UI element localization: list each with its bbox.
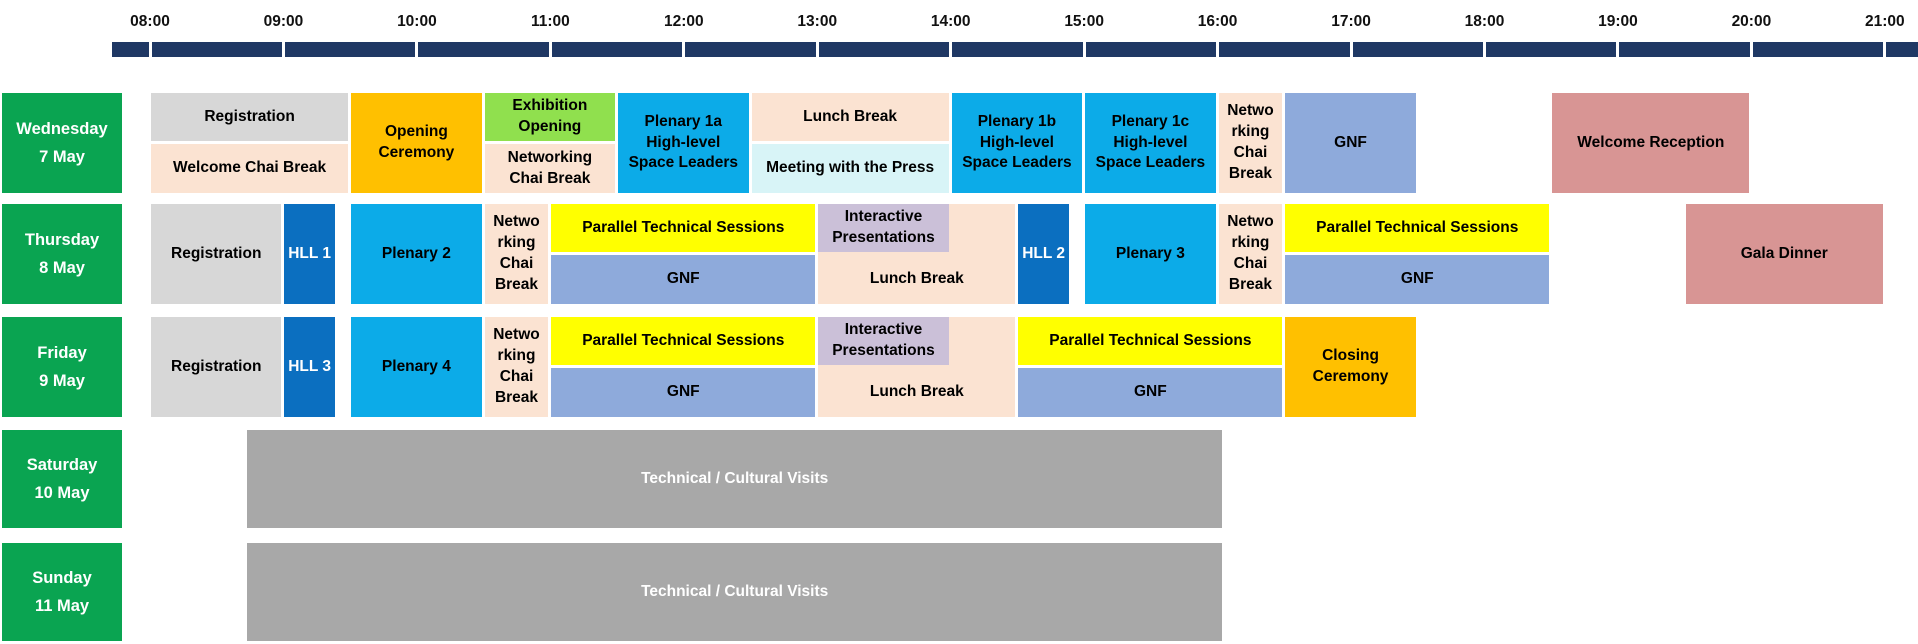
tick-mark	[415, 42, 419, 57]
day-name: Saturday	[26, 455, 98, 474]
tick-mark	[1749, 42, 1753, 57]
day-name: Friday	[37, 343, 87, 362]
event-technical-cultural-visits: Technical / Cultural Visits	[247, 430, 1223, 528]
event-gnf: GNF	[551, 255, 816, 304]
event-welcome-reception: Welcome Reception	[1552, 93, 1750, 193]
event-gala-dinner: Gala Dinner	[1685, 204, 1883, 304]
time-label-10-00: 10:00	[397, 13, 437, 30]
event-technical-cultural-visits: Technical / Cultural Visits	[247, 543, 1223, 641]
day-label-saturday: Saturday 10 May	[2, 430, 122, 528]
tick-mark	[1616, 42, 1620, 57]
event-registration: Registration	[151, 93, 349, 141]
time-label-09-00: 09:00	[263, 13, 304, 30]
day-name: Thursday	[24, 230, 100, 249]
event-netwo-rking-chai-break: Netwo rking Chai Break	[1218, 204, 1283, 304]
event-parallel-technical-sessions: Parallel Technical Sessions	[551, 317, 816, 365]
event-parallel-technical-sessions: Parallel Technical Sessions	[551, 204, 816, 252]
event-welcome-chai-break: Welcome Chai Break	[151, 144, 349, 193]
time-label-14-00: 14:00	[930, 13, 971, 30]
event-gnf: GNF	[1285, 93, 1416, 193]
event-plenary-3: Plenary 3	[1085, 204, 1216, 304]
tick-mark	[1483, 42, 1486, 57]
event-plenary-1b-high-level-space-leaders: Plenary 1b High-level Space Leaders	[951, 93, 1083, 193]
day-label-friday: Friday 9 May	[2, 317, 122, 417]
day-date: 9 May	[39, 372, 85, 390]
event-interactive-presentations: Interactive Presentations	[818, 204, 949, 252]
day-label-wednesday: Wednesday 7 May	[2, 93, 122, 193]
event-closing-ceremony: Closing Ceremony	[1285, 317, 1416, 417]
event-registration: Registration	[151, 204, 282, 304]
event-exhibition-opening: Exhibition Opening	[484, 93, 616, 141]
time-label-21-00: 21:00	[1865, 13, 1905, 30]
event-hll-2: HLL 2	[1018, 204, 1069, 304]
event-parallel-technical-sessions: Parallel Technical Sessions	[1285, 204, 1550, 252]
event-netwo-rking-chai-break: Netwo rking Chai Break	[484, 204, 549, 304]
tick-mark	[1349, 42, 1353, 57]
time-label-15-00: 15:00	[1064, 13, 1104, 30]
tick-mark	[1883, 42, 1887, 57]
day-date: 8 May	[39, 259, 85, 277]
event-lunch-break: Lunch Break	[869, 383, 964, 401]
tick-mark	[281, 42, 285, 57]
time-label-17-00: 17:00	[1331, 13, 1371, 30]
day-date: 11 May	[34, 597, 90, 615]
day-label-thursday: Thursday 8 May	[2, 204, 122, 304]
time-label-11-00: 11:00	[530, 13, 570, 30]
time-label-13-00: 13:00	[797, 13, 838, 30]
time-label-18-00: 18:00	[1464, 13, 1505, 30]
event-parallel-technical-sessions: Parallel Technical Sessions	[1018, 317, 1283, 365]
event-gnf: GNF	[1285, 255, 1550, 304]
event-gnf: GNF	[551, 368, 816, 417]
day-date: 7 May	[39, 148, 85, 166]
day-name: Sunday	[32, 568, 92, 587]
event-lunch-break: Lunch Break	[751, 93, 949, 141]
tick-mark	[815, 42, 819, 57]
time-label-08-00: 08:00	[130, 13, 170, 30]
time-label-19-00: 19:00	[1598, 13, 1638, 30]
event-gnf: GNF	[1018, 368, 1283, 417]
day-label-sunday: Sunday 11 May	[2, 543, 122, 641]
event-netwo-rking-chai-break: Netwo rking Chai Break	[484, 317, 549, 417]
event-networking-chai-break: Networking Chai Break	[484, 144, 616, 193]
tick-mark	[1082, 42, 1086, 57]
timeline-bar	[112, 42, 1918, 57]
event-registration: Registration	[151, 317, 282, 417]
event-lunch-break: Lunch Break	[869, 270, 964, 288]
event-plenary-2: Plenary 2	[351, 204, 482, 304]
event-hll-1: HLL 1	[284, 204, 335, 304]
event-plenary-4: Plenary 4	[351, 317, 482, 417]
tick-mark	[949, 42, 953, 57]
tick-mark	[148, 42, 152, 57]
event-interactive-presentations: Interactive Presentations	[818, 317, 949, 365]
time-label-16-00: 16:00	[1197, 13, 1238, 30]
event-plenary-1a-high-level-space-leaders: Plenary 1a High-level Space Leaders	[618, 93, 749, 193]
event-plenary-1c-high-level-space-leaders: Plenary 1c High-level Space Leaders	[1085, 93, 1216, 193]
time-label-20-00: 20:00	[1731, 13, 1772, 30]
event-opening-ceremony: Opening Ceremony	[351, 93, 482, 193]
tick-mark	[682, 42, 686, 57]
day-name: Wednesday	[16, 119, 108, 138]
event-netwo-rking-chai-break: Netwo rking Chai Break	[1218, 93, 1283, 193]
tick-mark	[548, 42, 552, 57]
event-meeting-with-the-press: Meeting with the Press	[751, 144, 949, 193]
tick-mark	[1216, 42, 1220, 57]
day-date: 10 May	[34, 484, 90, 502]
event-hll-3: HLL 3	[284, 317, 335, 417]
time-label-12-00: 12:00	[663, 13, 704, 30]
